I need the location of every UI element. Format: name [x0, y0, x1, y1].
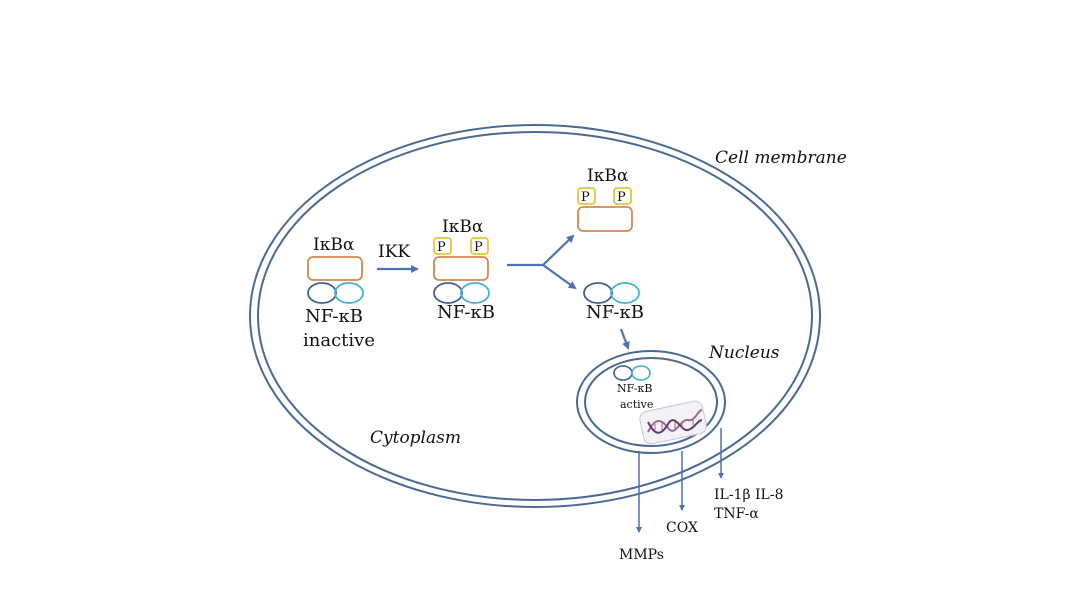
phospho-label-2a: P	[437, 240, 446, 255]
il-label: IL-1β IL-8	[714, 487, 783, 503]
nfkb-subunit-dark-active	[613, 365, 633, 381]
nucleus-outer	[576, 350, 726, 454]
nfkb-subunit-dark-1	[307, 282, 337, 304]
split-arrow-up	[542, 234, 575, 266]
cell-membrane-outer	[249, 124, 821, 508]
ikk-label: IKK	[378, 242, 410, 262]
nfkb-subunit-dark-2	[433, 282, 463, 304]
nucleus-label: Nucleus	[708, 343, 780, 363]
nfkb-active-label: NF-κB	[617, 382, 652, 395]
phospho-box-2b	[470, 237, 489, 255]
nucleus-inner	[584, 357, 718, 447]
mmps-label: MMPs	[619, 547, 664, 563]
ikba-label-3: IκBα	[587, 166, 629, 186]
nfkb-label-3: NF-κB	[586, 302, 644, 323]
inactive-label: inactive	[303, 330, 375, 351]
ikba-protein-1	[307, 256, 363, 281]
phospho-label-2b: P	[474, 240, 483, 255]
ikba-protein-2	[433, 256, 489, 281]
tnf-label: TNF-α	[714, 506, 759, 522]
cell-membrane-inner	[257, 131, 813, 501]
phospho-box-3a	[577, 187, 596, 205]
translocation-arrow	[619, 328, 630, 350]
nfkb-subunit-light-1	[334, 282, 364, 304]
ikba-label-1: IκBα	[313, 235, 355, 255]
nfkb-subunit-dark-3	[583, 282, 613, 304]
nfkb-subunit-light-3	[610, 282, 640, 304]
cytoplasm-label: Cytoplasm	[370, 428, 461, 448]
ikba-protein-3	[577, 206, 633, 232]
phospho-label-3a: P	[581, 190, 590, 205]
nfkb-label-2: NF-κB	[437, 302, 495, 323]
active-label: active	[620, 398, 653, 411]
ikba-label-2: IκBα	[442, 217, 484, 237]
cox-label: COX	[666, 520, 698, 536]
cell-membrane-label: Cell membrane	[715, 148, 847, 168]
nfkb-subunit-light-active	[631, 365, 651, 381]
split-arrow-down	[542, 264, 577, 290]
nfkb-subunit-light-2	[460, 282, 490, 304]
nfkb-label-1: NF-κB	[305, 306, 363, 327]
phospho-label-3b: P	[617, 190, 626, 205]
phospho-box-2a	[433, 237, 452, 255]
dna-icon	[639, 400, 707, 445]
phospho-box-3b	[613, 187, 632, 205]
